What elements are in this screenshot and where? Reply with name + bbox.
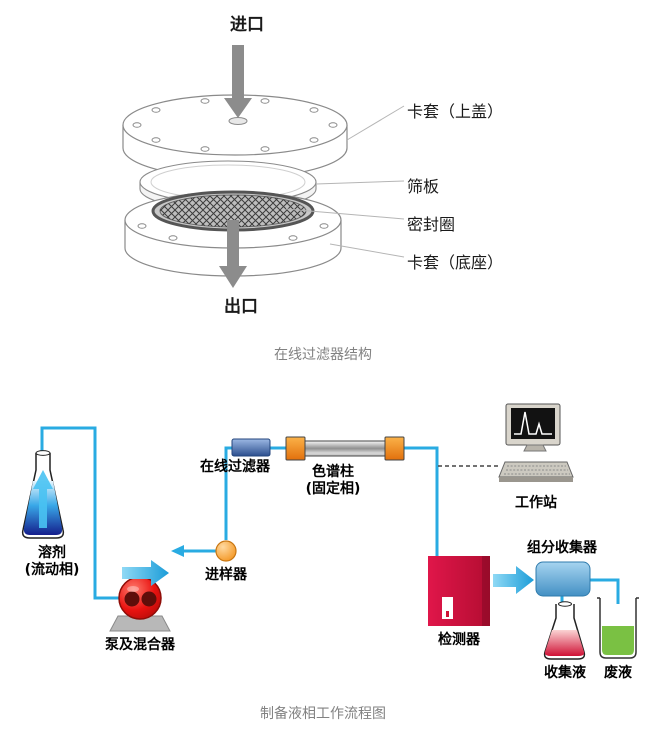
detector-label: 检测器 (438, 632, 480, 648)
column-label: 色谱柱 (固定相) (291, 464, 375, 498)
collected-liquid-label: 收集液 (544, 665, 586, 681)
online-filter-shape (231, 438, 271, 457)
pump-flow-arrow (122, 560, 169, 586)
solvent-flask-shape (21, 450, 65, 539)
leader-lines (285, 105, 405, 258)
workstation-label: 工作站 (515, 495, 557, 511)
outlet-label: 出口 (224, 297, 258, 317)
fraction-collector-label: 组分收集器 (527, 540, 597, 556)
keyboard-front (499, 477, 573, 482)
waste-liquid-label: 废液 (604, 665, 632, 681)
seal-ring-label: 密封圈 (407, 215, 456, 234)
fraction-collector-shape (535, 561, 591, 597)
collected-flask-shape (543, 601, 586, 660)
inlet-label: 进口 (230, 15, 264, 35)
pump-mixer-shape (109, 560, 171, 632)
workstation-shape (498, 403, 574, 482)
sieve-plate-label: 筛板 (407, 177, 440, 196)
solvent-label-line1: 溶剂 (38, 545, 66, 561)
waste-beaker-shape (597, 597, 639, 659)
injector-shape (215, 540, 237, 562)
column-body (303, 440, 387, 457)
detector-slot (442, 597, 453, 619)
waste-liquid-fill (602, 626, 634, 655)
filter-diagram-caption: 在线过滤器结构 (274, 347, 372, 363)
flow-diagram-caption: 制备液相工作流程图 (260, 706, 386, 722)
injector-flow-arrowhead (171, 545, 184, 557)
injector-label: 进样器 (205, 567, 247, 583)
column-shape (285, 436, 405, 461)
detector-shape (428, 556, 490, 626)
base-label: 卡套（底座） (407, 253, 504, 272)
solvent-label-line2: (流动相) (24, 561, 80, 578)
monitor-stand (523, 444, 547, 452)
solvent-flow-up-arrow (33, 470, 53, 528)
solvent-label: 溶剂 (流动相) (10, 545, 94, 579)
column-label-line2: (固定相) (305, 480, 361, 497)
column-end-left (285, 436, 306, 461)
pump-label: 泵及混合器 (105, 637, 175, 653)
outlet-arrow-icon (219, 220, 247, 288)
chromatogram-trace (514, 411, 552, 435)
bolt-holes-top-cover (132, 98, 338, 152)
collected-liquid-fill (544, 630, 585, 656)
online-filter-label: 在线过滤器 (200, 459, 270, 475)
detector-to-collector-arrow (493, 566, 534, 594)
column-label-line1: 色谱柱 (312, 464, 354, 480)
center-hole (228, 117, 248, 125)
inlet-arrow-icon (224, 45, 252, 118)
column-end-right (384, 436, 405, 461)
top-cover-label: 卡套（上盖） (407, 102, 504, 121)
